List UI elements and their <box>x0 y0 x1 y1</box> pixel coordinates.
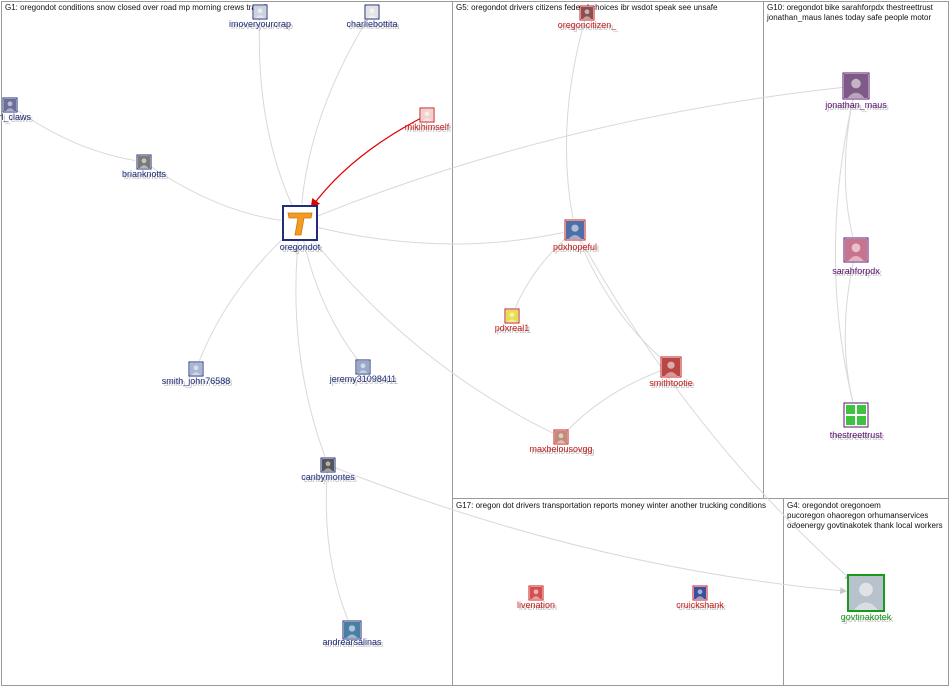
group-title: G1: oregondot conditions snow closed ove… <box>5 3 266 12</box>
group-title: G10: oregondot bike sarahforpdx thestree… <box>766 3 935 22</box>
node-label: jeremy31098411 <box>329 374 396 384</box>
avatar-icon <box>3 98 17 112</box>
node-label: smith_john76588 <box>162 376 231 386</box>
graph-edge <box>328 465 846 591</box>
group-title: G4: oregondot oregonoem pucoregon ohaore… <box>787 501 943 530</box>
node-label: smithtootie <box>649 378 693 388</box>
avatar-icon <box>844 403 868 427</box>
panel-g1 <box>2 2 453 686</box>
graph-edge <box>567 367 671 431</box>
graph-edge <box>302 12 372 204</box>
edges <box>10 12 856 620</box>
odot-logo-icon <box>283 206 317 240</box>
group-title-line: pucoregon ohaoregon orhumanservices <box>787 511 928 520</box>
graph-edge <box>300 223 563 244</box>
avatar-icon <box>580 6 594 20</box>
avatar-icon <box>321 458 335 472</box>
avatar-icon <box>420 108 434 122</box>
graph-edge <box>259 12 292 206</box>
node-label: jonathan_maus <box>824 100 887 110</box>
graph-edge <box>296 223 325 457</box>
avatar-icon <box>365 5 379 19</box>
group-title-line: odoenergy govtinakotek thank local worke… <box>787 521 943 530</box>
node-label: govtinakotek <box>841 612 892 622</box>
graph-edge <box>566 13 587 218</box>
avatar-icon <box>661 357 681 377</box>
node-label: oregondot <box>280 242 321 252</box>
group-title-line: G4: oregondot oregonoem <box>787 501 881 510</box>
node-label: brianknotts <box>122 169 167 179</box>
node-label: cruickshank <box>676 600 724 610</box>
group-titles: G1: oregondot conditions snow closed ove… <box>5 3 943 530</box>
node-label: sarahforpdx <box>832 266 880 276</box>
node-label: maxbelousovgg <box>529 444 592 454</box>
node-label: pdxhopeful <box>553 242 597 252</box>
graph-node[interactable]: carl_clawscarl_claws <box>0 98 34 124</box>
graph-edge <box>326 465 348 620</box>
avatar-icon <box>529 586 543 600</box>
avatar-icon <box>565 220 585 240</box>
node-label: oregoncitizen_ <box>558 20 618 30</box>
node-label: pdxreal1 <box>495 323 530 333</box>
panel-g17 <box>453 499 784 686</box>
avatar-icon <box>189 362 203 376</box>
avatar-icon <box>554 430 568 444</box>
node-label: charliebottita <box>346 19 397 29</box>
avatar-icon <box>137 155 151 169</box>
avatar-icon <box>253 5 267 19</box>
node-label: livenation <box>517 600 555 610</box>
group-title: G17: oregon dot drivers transportation r… <box>456 501 766 510</box>
group-title-line: G10: oregondot bike sarahforpdx thestree… <box>767 3 934 12</box>
avatar-icon <box>505 309 519 323</box>
node-label: imoveryourcrap <box>229 19 291 29</box>
graph-edge <box>318 86 856 216</box>
node-label: canbymontes <box>301 472 355 482</box>
node-label: carl_claws <box>0 112 32 122</box>
avatar-icon <box>844 238 868 262</box>
nodes: oregondotoregondotimoveryourcrapimoveryo… <box>0 5 894 649</box>
node-label: mikihimself <box>405 122 450 132</box>
panel-g5 <box>453 2 764 499</box>
avatar-icon <box>843 73 869 99</box>
group-title-line: jonathan_maus lanes today safe people mo… <box>766 13 931 22</box>
node-label: andrearsalinas <box>322 637 382 647</box>
node-label: thestreettrust <box>830 430 883 440</box>
avatar-icon <box>848 575 884 611</box>
avatar-icon <box>356 360 370 374</box>
avatar-icon <box>693 586 707 600</box>
